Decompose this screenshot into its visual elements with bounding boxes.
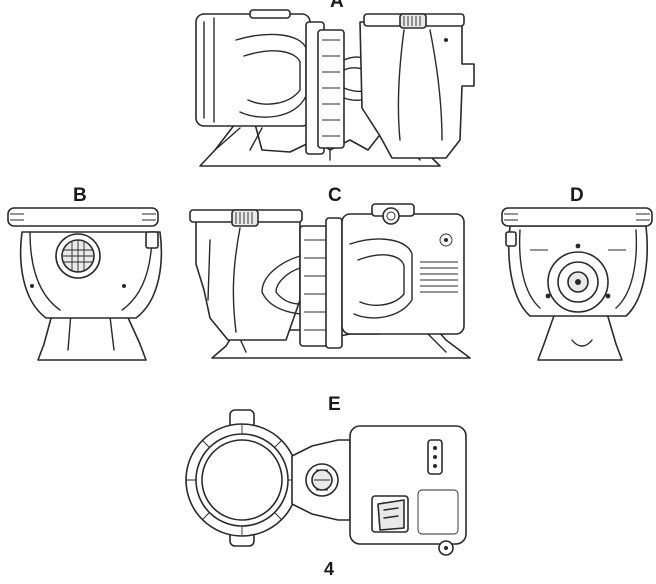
pump-view-c-drawing [189, 203, 471, 359]
view-label-a: A [330, 0, 344, 12]
pump-view-a-drawing [195, 9, 475, 167]
pump-view-d-drawing [501, 207, 653, 361]
view-label-b: B [73, 185, 87, 206]
view-label-c: C [328, 185, 342, 206]
pump-view-b-drawing [7, 207, 163, 361]
pump-view-e-drawing [185, 409, 467, 556]
page-number: 4 [324, 559, 335, 579]
view-label-d: D [570, 185, 584, 206]
view-label-e: E [328, 394, 341, 415]
